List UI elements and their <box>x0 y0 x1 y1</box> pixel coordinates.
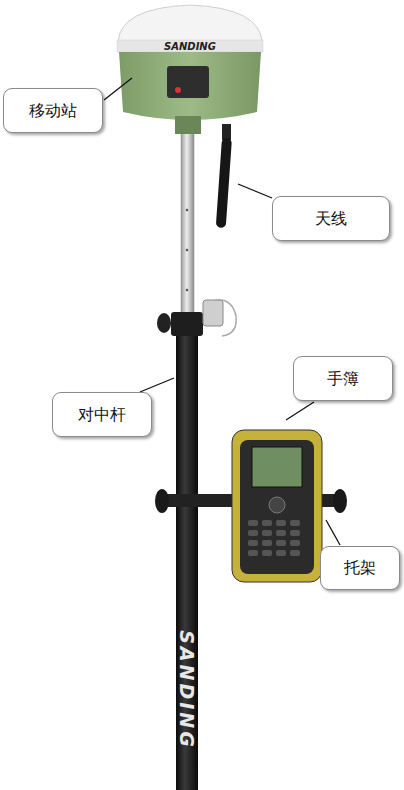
callout-box: 手簿 <box>293 356 393 401</box>
callout-label: 托架 <box>344 558 376 577</box>
antenna-connector <box>222 124 231 140</box>
callout-box: 天线 <box>272 196 390 241</box>
callout-label: 对中杆 <box>78 405 126 424</box>
bracket-knob <box>333 489 347 513</box>
controller-screen <box>252 447 302 487</box>
callout-label: 手簿 <box>327 369 359 388</box>
callout-box: 移动站 <box>3 88 103 133</box>
pole-lower <box>176 330 198 790</box>
receiver-panel <box>167 66 209 98</box>
pole-clamp <box>171 312 203 336</box>
callout-label: 天线 <box>315 209 347 228</box>
bracket-knob <box>155 489 169 513</box>
pole-upper <box>181 132 194 332</box>
controller-dpad <box>269 497 285 513</box>
receiver-band <box>117 40 263 52</box>
receiver-dome <box>118 5 262 42</box>
power-button <box>175 87 181 93</box>
receiver-body <box>119 52 261 120</box>
callout-label: 移动站 <box>29 101 77 120</box>
pole-brand-label: SANDING <box>176 630 198 750</box>
callout-box: 对中杆 <box>52 392 152 437</box>
callout-box: 托架 <box>320 546 400 590</box>
antenna-whip <box>216 138 232 228</box>
clamp-lever <box>203 300 223 326</box>
clamp-knob <box>157 313 171 333</box>
controller-case <box>232 430 322 582</box>
pole-marks <box>186 209 189 292</box>
clamp-wire <box>215 300 236 336</box>
controller-keys <box>248 520 300 556</box>
brand-label: SANDING <box>164 41 216 52</box>
controller-face <box>240 440 314 574</box>
receiver-mount <box>175 116 201 134</box>
leader-lines <box>104 78 340 545</box>
